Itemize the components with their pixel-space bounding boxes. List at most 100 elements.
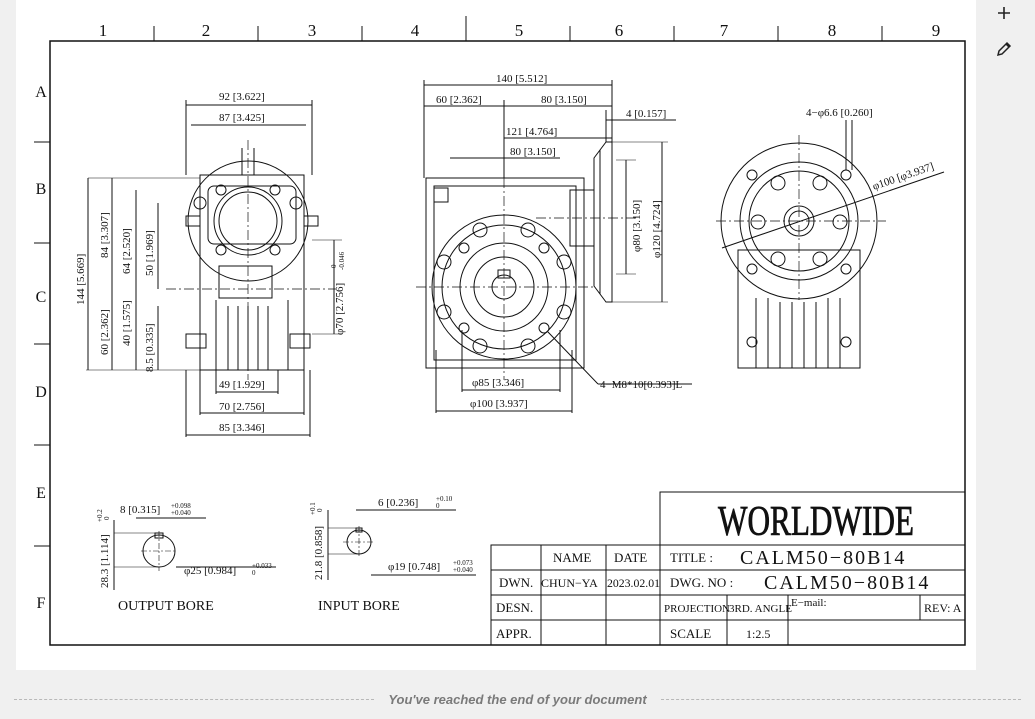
row-ticks: [34, 141, 50, 547]
dim-85-phi: φ85 [3.346]: [472, 377, 524, 389]
col-4: 4: [411, 21, 420, 40]
scale-value: 1:2.5: [746, 627, 770, 641]
bore-details: [113, 509, 476, 590]
output-diameter-tol-lower: 0: [252, 569, 256, 577]
input-bore-label: INPUT BORE: [318, 599, 400, 614]
dwg-value: CALM50−80B14: [764, 572, 930, 594]
output-height-tol-lower: 0: [103, 516, 111, 520]
input-height-dim: 21.8 [0.858]: [313, 526, 325, 580]
dim-85: 85 [3.346]: [219, 422, 265, 434]
output-key-tol-lower: +0.040: [171, 509, 191, 517]
input-diameter-tol-lower: +0.040: [453, 566, 473, 574]
column-labels: 1 2 3 4 5 6 7 8 9: [99, 21, 941, 40]
technical-drawing: 1 2 3 4 5 6 7 8 9 A B C D E F: [34, 16, 966, 646]
output-bore-label: OUTPUT BORE: [118, 599, 214, 614]
dim-49: 49 [1.929]: [219, 379, 265, 391]
dim-92: 92 [3.622]: [219, 91, 265, 103]
output-diameter-tol-upper: +0.033: [252, 562, 272, 570]
end-of-document-message: You've reached the end of your document: [388, 691, 647, 707]
dim-70: 70 [2.756]: [219, 401, 265, 413]
col-8: 8: [828, 21, 837, 40]
dim-60b: 60 [2.362]: [436, 94, 482, 106]
divider-right: [660, 698, 1022, 700]
dim-87: 87 [3.425]: [219, 112, 265, 124]
add-button[interactable]: [991, 0, 1017, 26]
title-block-text: WORLDWIDE NAME DATE TITLE : CALM50−80B14…: [496, 499, 962, 641]
document-page: 1 2 3 4 5 6 7 8 9 A B C D E F: [16, 0, 976, 670]
dim-80b: 80 [3.150]: [510, 146, 556, 158]
column-ticks: [50, 16, 965, 42]
dim-40: 40 [1.575]: [121, 300, 133, 346]
output-key-dim: 8 [0.315]: [120, 504, 160, 516]
row-D: D: [35, 384, 47, 401]
front-view: [416, 80, 692, 413]
output-height-dim: 28.3 [1.114]: [99, 534, 111, 588]
email-label: E−mail:: [791, 597, 827, 609]
desn-label: DESN.: [496, 600, 533, 615]
input-key-tol-upper: +0.10: [436, 495, 453, 503]
input-key-tol-lower: 0: [436, 502, 440, 510]
row-labels: A B C D E F: [35, 84, 47, 612]
col-5: 5: [515, 21, 524, 40]
flange-view-dims: 4−φ6.6 [0.260] φ100 [φ3.937]: [806, 107, 936, 193]
row-E: E: [36, 485, 46, 502]
col-7: 7: [720, 21, 729, 40]
dim-70-phi: φ70 [2.756]: [334, 283, 346, 335]
dim-80-phi: φ80 [3.150]: [631, 200, 643, 252]
rev-label: REV: A: [924, 601, 962, 615]
dwn-date: 2023.02.01: [607, 578, 660, 590]
dim-holes: 4−φ6.6 [0.260]: [806, 107, 873, 119]
side-view: [86, 100, 342, 437]
dim-4: 4 [0.157]: [626, 108, 666, 120]
appr-label: APPR.: [496, 626, 532, 641]
company-logo: WORLDWIDE: [718, 499, 914, 545]
side-view-dims: 92 [3.622] 87 [3.425] 144 [5.669] 84 [3.…: [75, 91, 346, 434]
dim-64: 64 [2.520]: [121, 228, 133, 274]
output-diameter-dim: φ25 [0.984]: [184, 565, 236, 577]
front-view-dims: 140 [5.512] 60 [2.362] 80 [3.150] 4 [0.1…: [436, 73, 683, 410]
dim-144: 144 [5.669]: [75, 254, 87, 305]
angle-label: 3RD. ANGLE: [729, 603, 792, 615]
title-block-grid: [490, 491, 966, 646]
dim-8-5: 8.5 [0.335]: [144, 323, 156, 372]
input-height-tol-upper: +0.1: [309, 502, 317, 515]
row-F: F: [37, 595, 46, 612]
col-1: 1: [99, 21, 108, 40]
input-diameter-tol-upper: +0.073: [453, 559, 473, 567]
scale-label: SCALE: [670, 626, 711, 641]
divider-left: [14, 698, 375, 700]
dim-70-tol-lower: -0.046: [338, 251, 346, 270]
col-6: 6: [615, 21, 624, 40]
dim-120-phi: φ120 [4.724]: [651, 200, 663, 258]
output-height-tol-upper: +0.2: [96, 509, 104, 522]
title-value: CALM50−80B14: [740, 547, 906, 569]
dim-80: 80 [3.150]: [541, 94, 587, 106]
dwn-name: CHUN−YA: [541, 576, 598, 590]
dim-m8: 4−M8*10[0.393]L: [600, 379, 683, 391]
dim-100-flange: φ100 [φ3.937]: [871, 161, 935, 193]
bore-labels: 8 [0.315] +0.098 +0.040 28.3 [1.114] +0.…: [96, 495, 473, 614]
plus-icon: [998, 7, 1010, 19]
dwg-label: DWG. NO :: [670, 575, 733, 590]
projection-label: PROJECTION: [664, 603, 730, 615]
row-C: C: [36, 289, 47, 306]
dim-84: 84 [3.307]: [99, 212, 111, 258]
col-3: 3: [308, 21, 317, 40]
edit-button[interactable]: [991, 36, 1017, 62]
col-2: 2: [202, 21, 211, 40]
date-header: DATE: [614, 550, 647, 565]
dim-50: 50 [1.969]: [144, 230, 156, 276]
title-label: TITLE :: [670, 550, 713, 565]
dim-140: 140 [5.512]: [496, 73, 547, 85]
name-header: NAME: [553, 550, 591, 565]
row-B: B: [36, 181, 47, 198]
pencil-icon: [996, 41, 1012, 57]
dim-121: 121 [4.764]: [506, 126, 557, 138]
dwn-label: DWN.: [499, 575, 533, 590]
input-diameter-dim: φ19 [0.748]: [388, 561, 440, 573]
input-key-dim: 6 [0.236]: [378, 497, 418, 509]
row-A: A: [35, 84, 47, 101]
dim-70-tol-upper: 0: [330, 264, 338, 268]
col-9: 9: [932, 21, 941, 40]
dim-60: 60 [2.362]: [99, 309, 111, 355]
